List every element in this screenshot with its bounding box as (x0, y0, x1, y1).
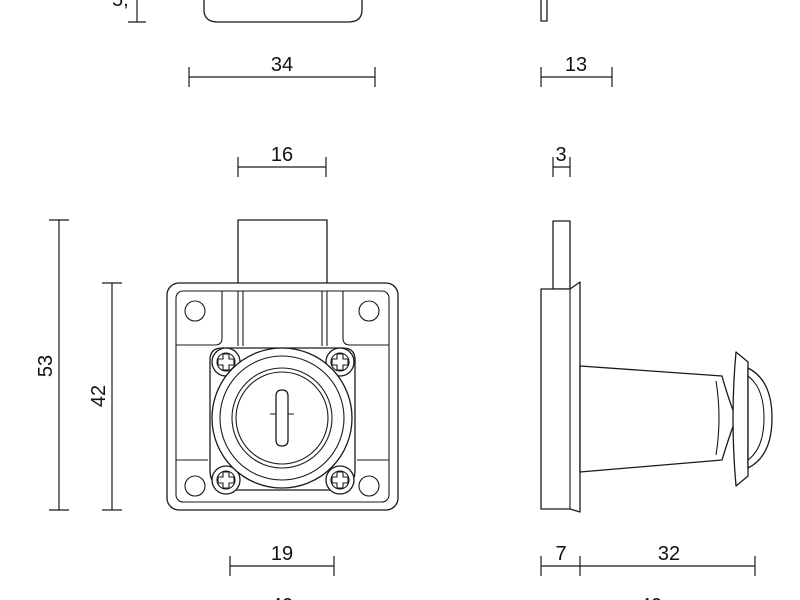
bottom-partial-dimensions: 40 40 (271, 595, 662, 600)
dimension-label-bottom-right: 40 (640, 595, 662, 600)
top-right-partial-view (540, 0, 548, 22)
dimension-label-34: 34 (271, 54, 293, 76)
screw-bottom-left (216, 470, 236, 490)
dimension-13: 13 (540, 54, 613, 87)
dimension-42: 42 (88, 282, 122, 511)
dimension-label-53: 53 (35, 355, 57, 377)
key-cylinder-face (231, 367, 333, 469)
mounting-hole-top-right (358, 300, 380, 322)
mounting-hole-bottom-left (184, 475, 206, 497)
top-partial-dimension: 5, (112, 0, 146, 23)
front-flange-side (732, 351, 749, 487)
bolt (237, 219, 328, 289)
dimension-19: 19 (229, 543, 335, 576)
mounting-hole-top-left (184, 300, 206, 322)
top-left-partial-view (203, 0, 363, 23)
dimension-16: 16 (237, 144, 327, 177)
dimension-label-bottom-left: 40 (271, 595, 293, 600)
plate-side (540, 281, 581, 513)
screw-top-left (216, 352, 236, 372)
side-view (540, 220, 773, 513)
screw-bottom-right (330, 470, 350, 490)
dimension-53: 53 (35, 219, 69, 511)
keyhole-slot (275, 389, 289, 447)
screw-top-right (330, 352, 350, 372)
dimension-label-3: 3 (555, 144, 566, 166)
key-face-side (747, 367, 773, 469)
front-view (166, 219, 399, 511)
dimension-label-42: 42 (88, 385, 110, 407)
dimension-7-32: 7 32 (540, 543, 756, 576)
dimension-34: 34 (188, 54, 376, 87)
bolt-side (552, 220, 571, 290)
cylinder-body-side (579, 365, 737, 473)
dimension-label-top-partial: 5, (112, 0, 129, 11)
mounting-hole-bottom-right (358, 475, 380, 497)
dimension-label-7: 7 (555, 543, 566, 565)
dimension-label-16: 16 (271, 144, 293, 166)
dimension-label-13: 13 (565, 54, 587, 76)
dimension-label-19: 19 (271, 543, 293, 565)
dimension-3: 3 (552, 144, 571, 177)
dimension-label-32: 32 (658, 543, 680, 565)
